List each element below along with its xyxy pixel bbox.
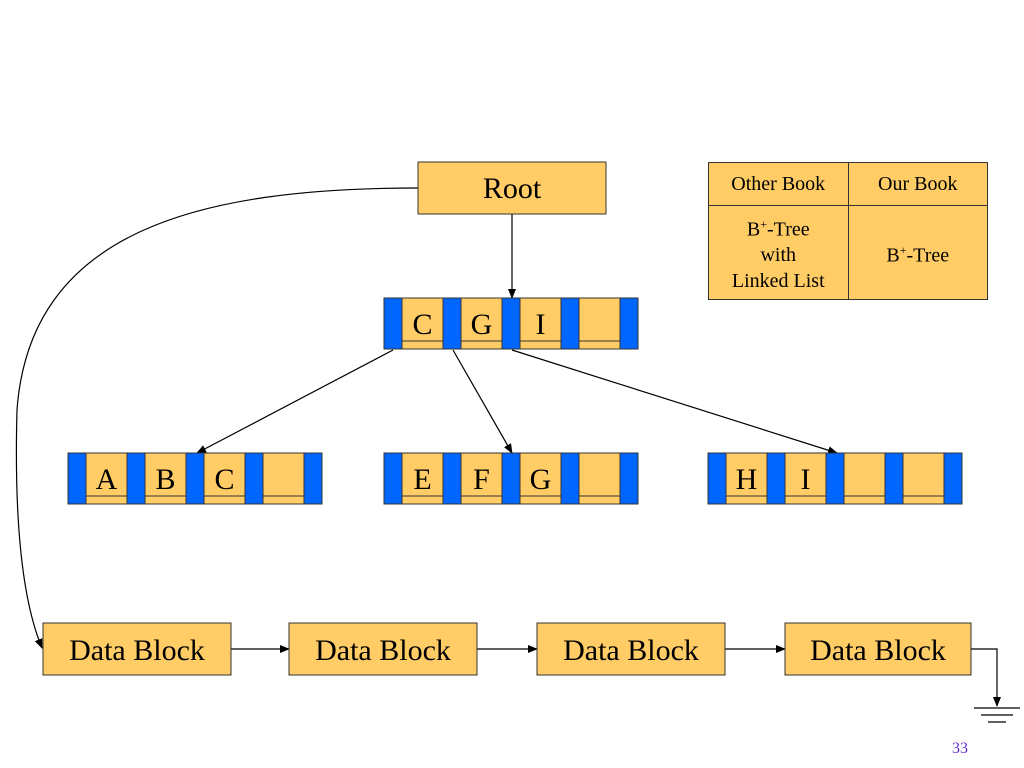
key-label: C (214, 463, 234, 496)
pointer-cell (244, 452, 264, 505)
root-to-data-block-arrow (15, 187, 419, 649)
key-label: C (412, 308, 432, 341)
data-block-2: Data Block (288, 622, 478, 676)
data-block-label: Data Block (810, 634, 946, 667)
leaf-node-1: A B C (67, 452, 323, 505)
last-block-to-ground-arrow (971, 648, 1001, 707)
legend-other-line-3: Linked List (731, 270, 825, 293)
internal-to-leaf3-arrow (511, 349, 838, 455)
pointer-cell (303, 452, 323, 505)
pointer-cell (619, 297, 639, 350)
key-label: I (801, 463, 811, 496)
key-label: H (736, 463, 758, 496)
ground-icon (974, 707, 1020, 723)
pointer-cell (560, 297, 580, 350)
pointer-cell (501, 452, 521, 505)
data-block-label: Data Block (315, 634, 451, 667)
pointer-cell (560, 452, 580, 505)
pointer-cell (442, 297, 462, 350)
root-label: Root (483, 172, 542, 205)
pointer-cell (67, 452, 87, 505)
pointer-cell (442, 452, 462, 505)
connectors (15, 187, 1001, 707)
legend-header-our-book: Our Book (847, 162, 988, 206)
comparison-legend-table: Other Book Our Book B+-Tree with Linked … (708, 162, 988, 300)
data-block-label: Data Block (69, 634, 205, 667)
pointer-cell (619, 452, 639, 505)
pointer-cell (707, 452, 727, 505)
key-label: G (530, 463, 552, 496)
leaf-node-2: E F G (383, 452, 639, 505)
pointer-cell (185, 452, 205, 505)
pointer-cell (943, 452, 963, 505)
internal-to-leaf2-arrow (452, 349, 513, 454)
pointer-cell (383, 452, 403, 505)
key-label: E (413, 463, 431, 496)
root-node: Root (417, 161, 607, 215)
pointer-cell (126, 452, 146, 505)
legend-other-book-value: B+-Tree with Linked List (708, 205, 849, 300)
pointer-cell (766, 452, 786, 505)
internal-to-leaf1-arrow (196, 349, 394, 454)
data-block-1: Data Block (42, 622, 232, 676)
legend-other-line-1: B+-Tree (746, 216, 810, 241)
pointer-cell (501, 297, 521, 350)
legend-other-line-2: with (760, 244, 797, 267)
legend-our-book-value: B+-Tree (847, 205, 988, 300)
key-label: F (473, 463, 490, 496)
key-label: I (536, 308, 546, 341)
key-label: B (155, 463, 175, 496)
pointer-cell (383, 297, 403, 350)
page-number: 33 (952, 740, 968, 757)
legend-header-other-book: Other Book (708, 162, 849, 206)
pointer-cell (884, 452, 904, 505)
pointer-cell (825, 452, 845, 505)
data-block-3: Data Block (536, 622, 726, 676)
key-label: G (471, 308, 493, 341)
data-block-4: Data Block (784, 622, 972, 676)
data-block-label: Data Block (563, 634, 699, 667)
key-label: A (96, 463, 118, 496)
